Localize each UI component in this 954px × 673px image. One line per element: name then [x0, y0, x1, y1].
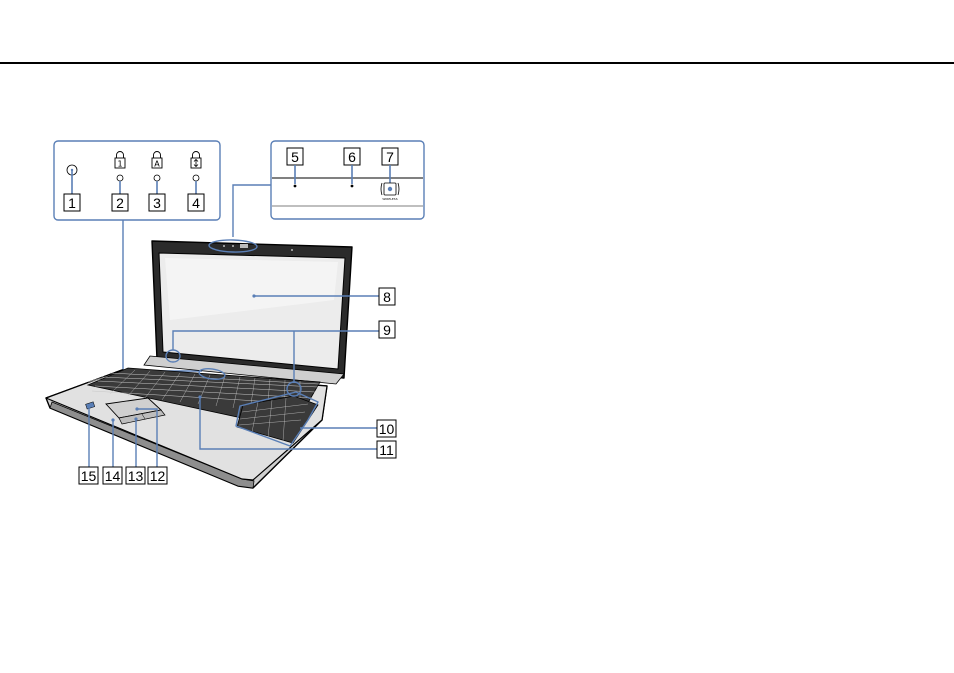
callout-4: 4: [188, 152, 204, 211]
scroll-lock-icon: [191, 152, 201, 168]
wireless-switch-icon: [381, 183, 399, 195]
number-label-11: 11: [379, 442, 394, 458]
indicator-lamp-3: [154, 175, 160, 181]
number-label-3: 3: [153, 195, 161, 211]
number-label-4: 4: [192, 195, 200, 211]
number-label-6: 6: [348, 149, 356, 165]
callout-5: 5: [287, 148, 303, 187]
microphone-icon: [294, 185, 297, 188]
wireless-switch-label: WIRELESS: [382, 197, 397, 201]
camera-indicator-icon: [351, 185, 354, 188]
number-label-10: 10: [379, 421, 395, 437]
number-label-1: 1: [68, 195, 76, 211]
laptop-illustration: [46, 239, 352, 488]
callout-3: A 3: [149, 152, 165, 211]
callout-1: 1: [64, 165, 80, 211]
indicator-lamp-2: [117, 175, 123, 181]
connector-camera: [233, 185, 271, 237]
number-label-8: 8: [383, 289, 391, 305]
number-label-15: 15: [81, 468, 97, 484]
svg-text:1: 1: [117, 160, 122, 169]
indicator-lamp-4: [193, 175, 199, 181]
callout-7: 7 WIRELESS: [381, 148, 399, 201]
number-label-12: 12: [150, 468, 166, 484]
caps-lock-icon: A: [152, 152, 162, 169]
number-label-2: 2: [116, 195, 124, 211]
number-label-5: 5: [291, 149, 299, 165]
svg-text:A: A: [154, 160, 160, 169]
number-label-13: 13: [128, 468, 144, 484]
callout-2: 1 2: [112, 152, 128, 211]
callout-6: 6: [344, 148, 360, 187]
num-lock-icon: 1: [115, 152, 125, 169]
number-label-9: 9: [383, 322, 391, 338]
number-label-7: 7: [386, 149, 394, 165]
number-label-14: 14: [105, 468, 121, 484]
